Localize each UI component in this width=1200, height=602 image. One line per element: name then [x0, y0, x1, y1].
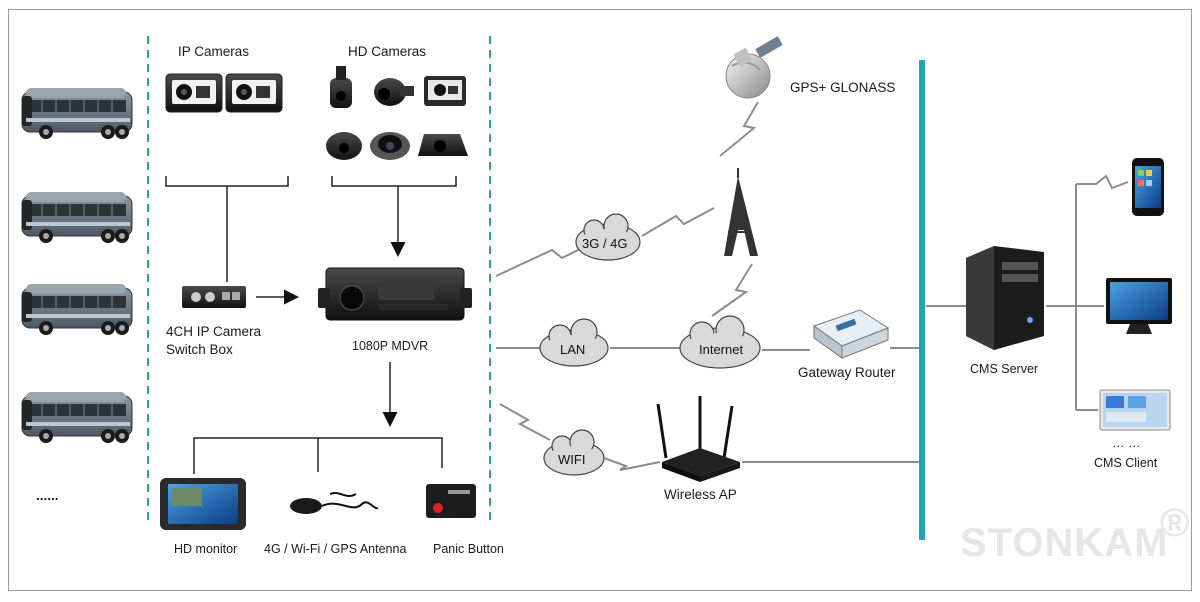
switch-box-label-line2: Switch Box	[166, 342, 233, 357]
mdvr-to-wifi-link	[499, 403, 551, 441]
bus-icon	[21, 391, 133, 444]
hd-camera-icon	[370, 132, 410, 160]
hd-camera-icon	[418, 134, 468, 156]
bus-icon	[21, 87, 133, 140]
mdvr-to-3g4g-link	[495, 243, 591, 277]
panic-button-icon	[426, 484, 476, 518]
hd-camera-icon	[374, 78, 414, 106]
desktop-icon	[1106, 278, 1172, 334]
tower-icon	[724, 168, 758, 256]
antenna-icon	[290, 492, 379, 514]
mdvr-icon	[318, 267, 472, 321]
tower-to-internet-link	[711, 263, 753, 317]
hd-camera-icon	[330, 66, 352, 108]
diagram-frame	[8, 9, 1192, 591]
riser-to-phone-link	[1076, 174, 1129, 190]
more-buses-ellipsis: ......	[36, 488, 59, 503]
hd-cameras-label: HD Cameras	[348, 44, 426, 59]
cloud-lan	[539, 318, 609, 367]
cms-client-label: CMS Client	[1094, 456, 1158, 470]
cloud-3g4g-label: 3G / 4G	[582, 236, 628, 251]
cloud-wifi-label: WIFI	[558, 452, 585, 467]
hd-cameras-bracket	[331, 176, 457, 187]
ip-camera-icon	[225, 73, 283, 113]
client-screen-icon	[1099, 389, 1171, 431]
monitor-icon	[160, 478, 246, 530]
ip-cameras-bracket	[165, 176, 289, 187]
cloud-lan-label: LAN	[560, 342, 585, 357]
cms-server-label: CMS Server	[970, 362, 1038, 376]
phone-icon	[1132, 158, 1164, 216]
wireless-ap-icon	[656, 396, 740, 482]
hd-camera-icon	[326, 132, 362, 160]
bus-icon	[21, 191, 133, 244]
wireless-ap-label: Wireless AP	[664, 487, 737, 502]
hd-monitor-label: HD monitor	[174, 542, 237, 556]
router-icon	[812, 309, 890, 359]
bus-icon	[21, 283, 133, 336]
wifi-to-ap-link	[603, 457, 661, 471]
cloud-internet-label: Internet	[699, 342, 743, 357]
gps-label: GPS+ GLONASS	[790, 80, 895, 95]
ip-cameras-label: IP Cameras	[178, 44, 249, 59]
brand-watermark: STONKAM	[960, 521, 1168, 565]
switch-box-icon	[182, 286, 246, 308]
satellite-icon	[725, 36, 783, 99]
cloud-internet	[679, 315, 761, 369]
3g4g-to-tower-link	[641, 207, 715, 237]
mdvr-label: 1080P MDVR	[352, 339, 428, 353]
cloud-3g4g	[575, 213, 641, 261]
gps-wireless-link	[719, 101, 759, 157]
registered-mark: ®	[1160, 501, 1190, 545]
ip-camera-icon	[165, 73, 223, 113]
antenna-label: 4G / Wi-Fi / GPS Antenna	[264, 542, 406, 556]
gateway-router-label: Gateway Router	[798, 365, 896, 380]
cms-client-dots: … …	[1112, 436, 1140, 450]
panic-button-label: Panic Button	[433, 542, 504, 556]
server-icon	[966, 246, 1044, 350]
hd-camera-icon	[424, 76, 466, 106]
switch-box-label-line1: 4CH IP Camera	[166, 324, 262, 339]
